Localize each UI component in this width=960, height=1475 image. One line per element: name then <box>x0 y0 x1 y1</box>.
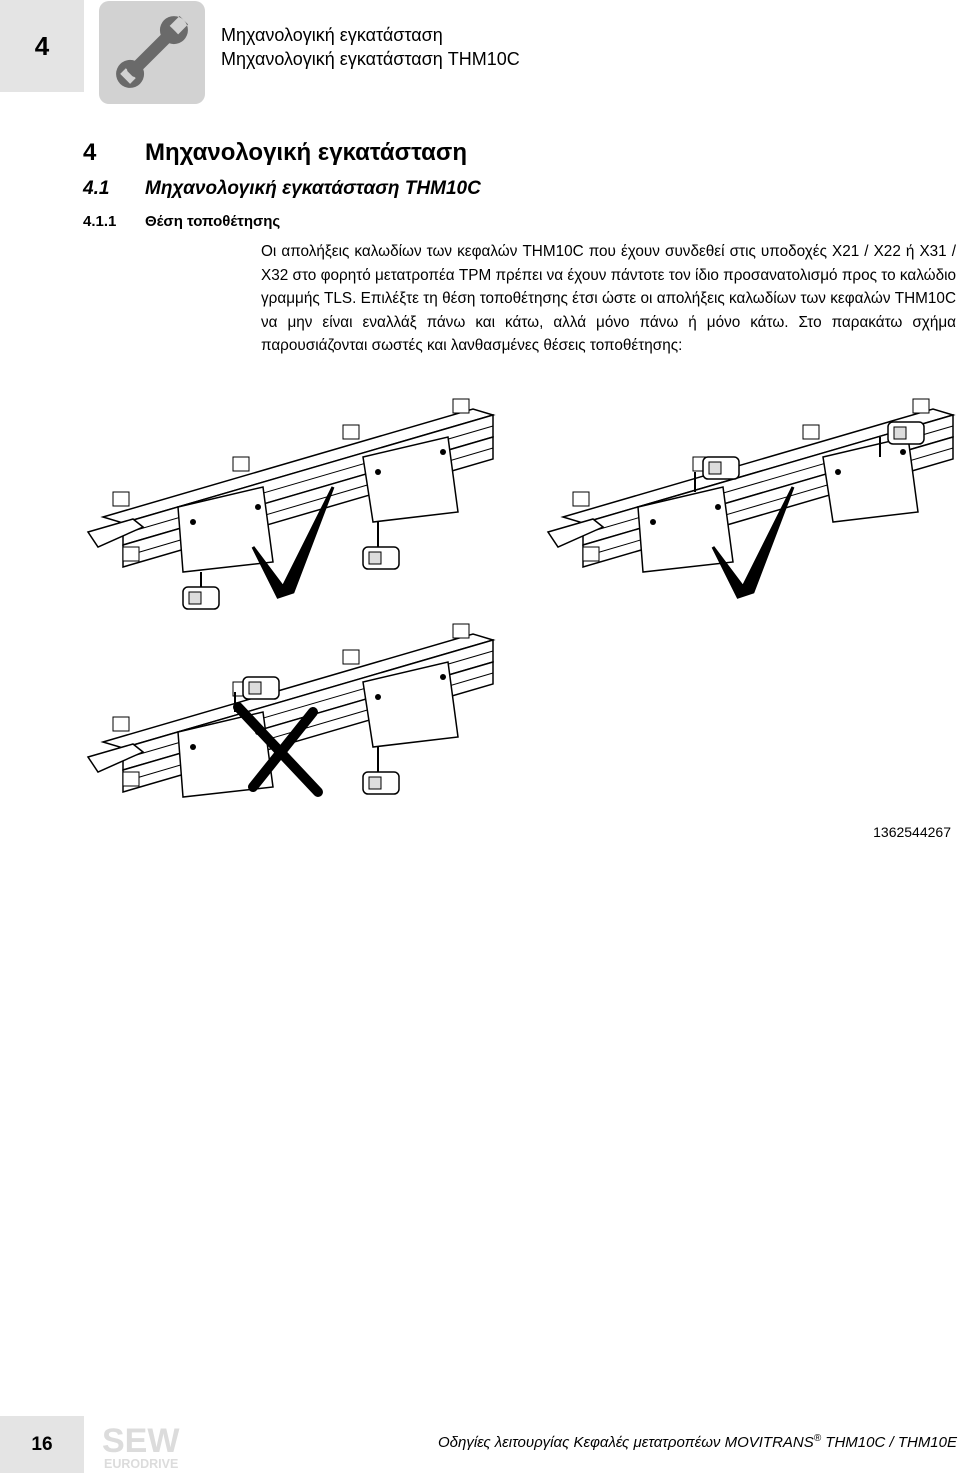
registered-mark: ® <box>813 1433 822 1444</box>
logo-text-top: SEW <box>102 1422 180 1460</box>
header-subtitle: Μηχανολογική εγκατάσταση THM10C <box>221 49 520 69</box>
heading-2-title: Μηχανολογική εγκατάσταση THM10C <box>145 178 481 199</box>
page-number: 16 <box>31 1433 53 1455</box>
chapter-number: 4 <box>34 30 50 61</box>
logo-text-bottom: EURODRIVE <box>104 1457 178 1470</box>
installation-figure <box>78 392 960 817</box>
check-icon <box>251 486 335 599</box>
body-paragraph: Οι απολήξεις καλωδίων των κεφαλών THM10C… <box>261 243 956 355</box>
correct-example-1 <box>87 398 494 610</box>
heading-3-number: 4.1.1 <box>83 213 117 230</box>
chapter-tab: 4 <box>0 0 84 92</box>
doc-title-suffix: THM10C / THM10E <box>821 1434 957 1451</box>
figure-number: 1362544267 <box>873 824 951 840</box>
document-title: Οδηγίες λειτουργίας Κεφαλές μετατροπέων … <box>438 1433 957 1451</box>
section-heading-3: 4.1.1 Θέση τοποθέτησης <box>83 213 280 230</box>
header-title: Μηχανολογική εγκατάσταση <box>221 25 443 45</box>
check-icon <box>711 486 795 599</box>
chapter-icon-box <box>99 1 205 104</box>
doc-title-prefix: Οδηγίες λειτουργίας Κεφαλές μετατροπέων … <box>437 1434 814 1451</box>
heading-1-number: 4 <box>83 139 97 166</box>
heading-2-number: 4.1 <box>83 178 110 199</box>
installation-diagram <box>87 398 954 798</box>
wrench-icon <box>116 15 189 88</box>
wrong-example <box>87 623 494 798</box>
correct-example-2 <box>547 398 954 599</box>
sew-logo: SEW EURODRIVE <box>100 1420 212 1475</box>
section-heading-2: 4.1 Μηχανολογική εγκατάσταση THM10C <box>83 178 481 200</box>
heading-3-title: Θέση τοποθέτησης <box>145 213 281 230</box>
page-number-tab: 16 <box>0 1416 84 1473</box>
cross-icon <box>233 702 323 797</box>
section-heading-1: 4 Μηχανολογική εγκατάσταση <box>83 139 467 167</box>
heading-1-title: Μηχανολογική εγκατάσταση <box>145 139 467 166</box>
